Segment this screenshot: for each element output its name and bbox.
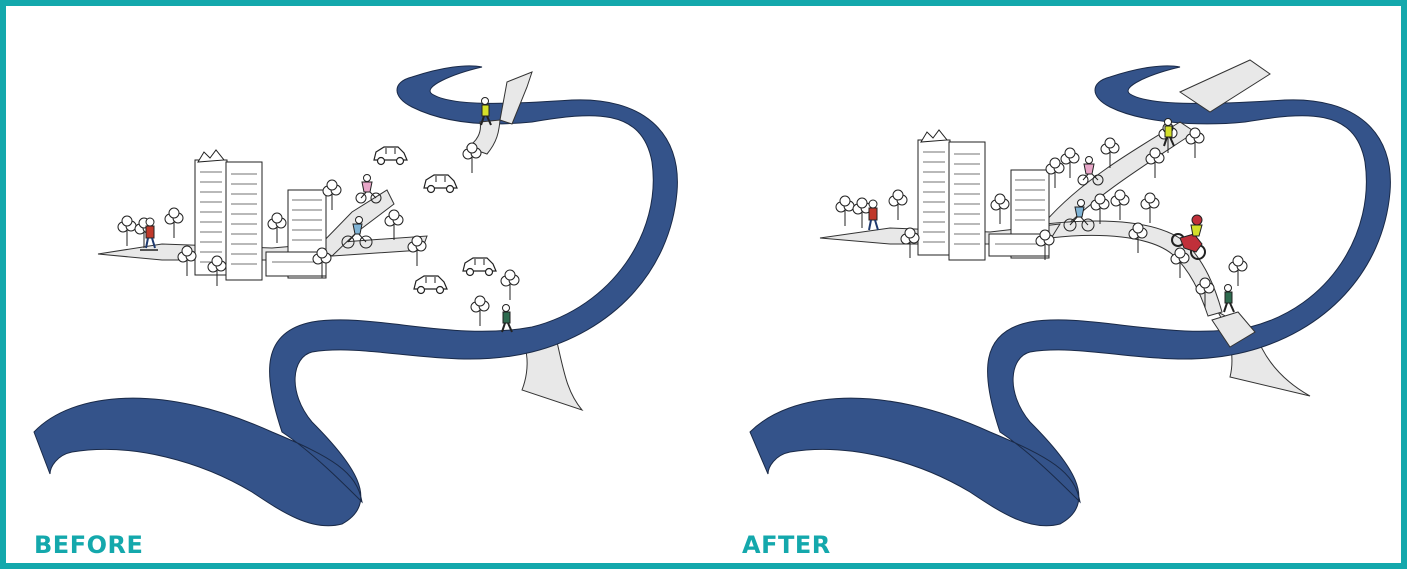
after-illustration [710, 12, 1407, 569]
before-panel: BEFORE [12, 12, 710, 569]
after-label: AFTER [742, 531, 831, 559]
after-panel: AFTER [710, 12, 1407, 569]
before-label: BEFORE [34, 531, 143, 559]
buildings-icon [918, 130, 1049, 260]
river [750, 66, 1390, 526]
skateboarder-icon [869, 200, 878, 230]
river [34, 66, 677, 526]
before-illustration [12, 12, 710, 569]
